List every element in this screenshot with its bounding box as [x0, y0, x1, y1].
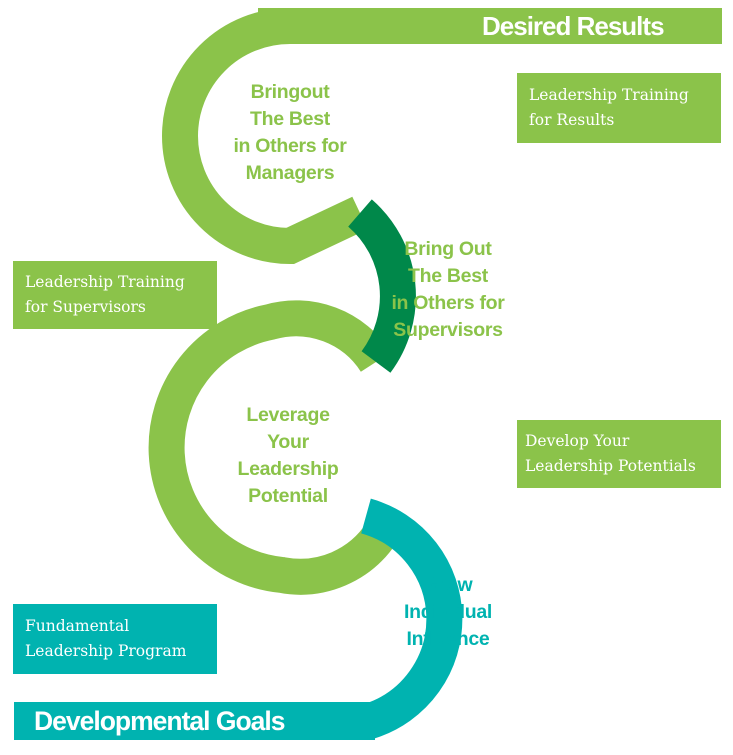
stage-managers-line-2: The Best	[250, 108, 330, 130]
program-develop-line-2: Leadership Potentials	[525, 457, 696, 475]
program-supervisors-line-2: for Supervisors	[25, 298, 146, 316]
leverage-loop	[148, 300, 398, 595]
program-training-for-results: Leadership Training for Results	[517, 73, 721, 143]
stage-supervisors-line-4: Supervisors	[393, 319, 503, 341]
stage-influence-line-1: Grow	[423, 574, 473, 596]
stage-influence-line-3: Influence	[406, 628, 490, 650]
supervisors-loop	[347, 199, 416, 373]
stage-managers-line-4: Managers	[245, 162, 335, 184]
program-fundamental-line-2: Leadership Program	[25, 642, 187, 660]
stage-influence: Grow Individual Influence	[358, 572, 538, 653]
managers-loop	[162, 8, 368, 265]
program-develop-line-1: Develop Your	[525, 432, 630, 450]
stage-leverage-line-2: Your	[267, 431, 309, 453]
program-develop-potentials: Develop Your Leadership Potentials	[517, 420, 721, 488]
stage-leverage-line-3: Leadership	[237, 458, 339, 480]
program-results-line-2: for Results	[529, 111, 615, 129]
developmental-goals-bar	[14, 702, 375, 740]
stage-supervisors-line-2: The Best	[408, 265, 488, 287]
stage-supervisors-line-1: Bring Out	[404, 238, 492, 260]
stage-supervisors-line-3: in Others for	[391, 292, 505, 314]
desired-results-label: Desired Results	[482, 10, 665, 41]
program-fundamental-line-1: Fundamental	[25, 617, 130, 635]
desired-results-bar	[258, 8, 722, 44]
stage-supervisors: Bring Out The Best in Others for Supervi…	[358, 236, 538, 344]
stage-leverage: Leverage Your Leadership Potential	[198, 402, 378, 510]
program-supervisors-line-1: Leadership Training	[25, 273, 185, 291]
program-fundamental-leadership: Fundamental Leadership Program	[13, 604, 217, 674]
stage-leverage-line-1: Leverage	[246, 404, 330, 426]
stage-influence-line-2: Individual	[403, 601, 492, 623]
program-results-line-1: Leadership Training	[529, 86, 689, 104]
program-training-for-supervisors: Leadership Training for Supervisors	[13, 261, 217, 329]
influence-loop	[350, 498, 463, 739]
developmental-goals-label: Developmental Goals	[34, 705, 286, 736]
stage-managers-line-3: in Others for	[233, 135, 347, 157]
stage-leverage-line-4: Potential	[248, 485, 328, 507]
stage-managers: Bringout The Best in Others for Managers	[200, 79, 380, 187]
stage-managers-line-1: Bringout	[250, 81, 330, 103]
